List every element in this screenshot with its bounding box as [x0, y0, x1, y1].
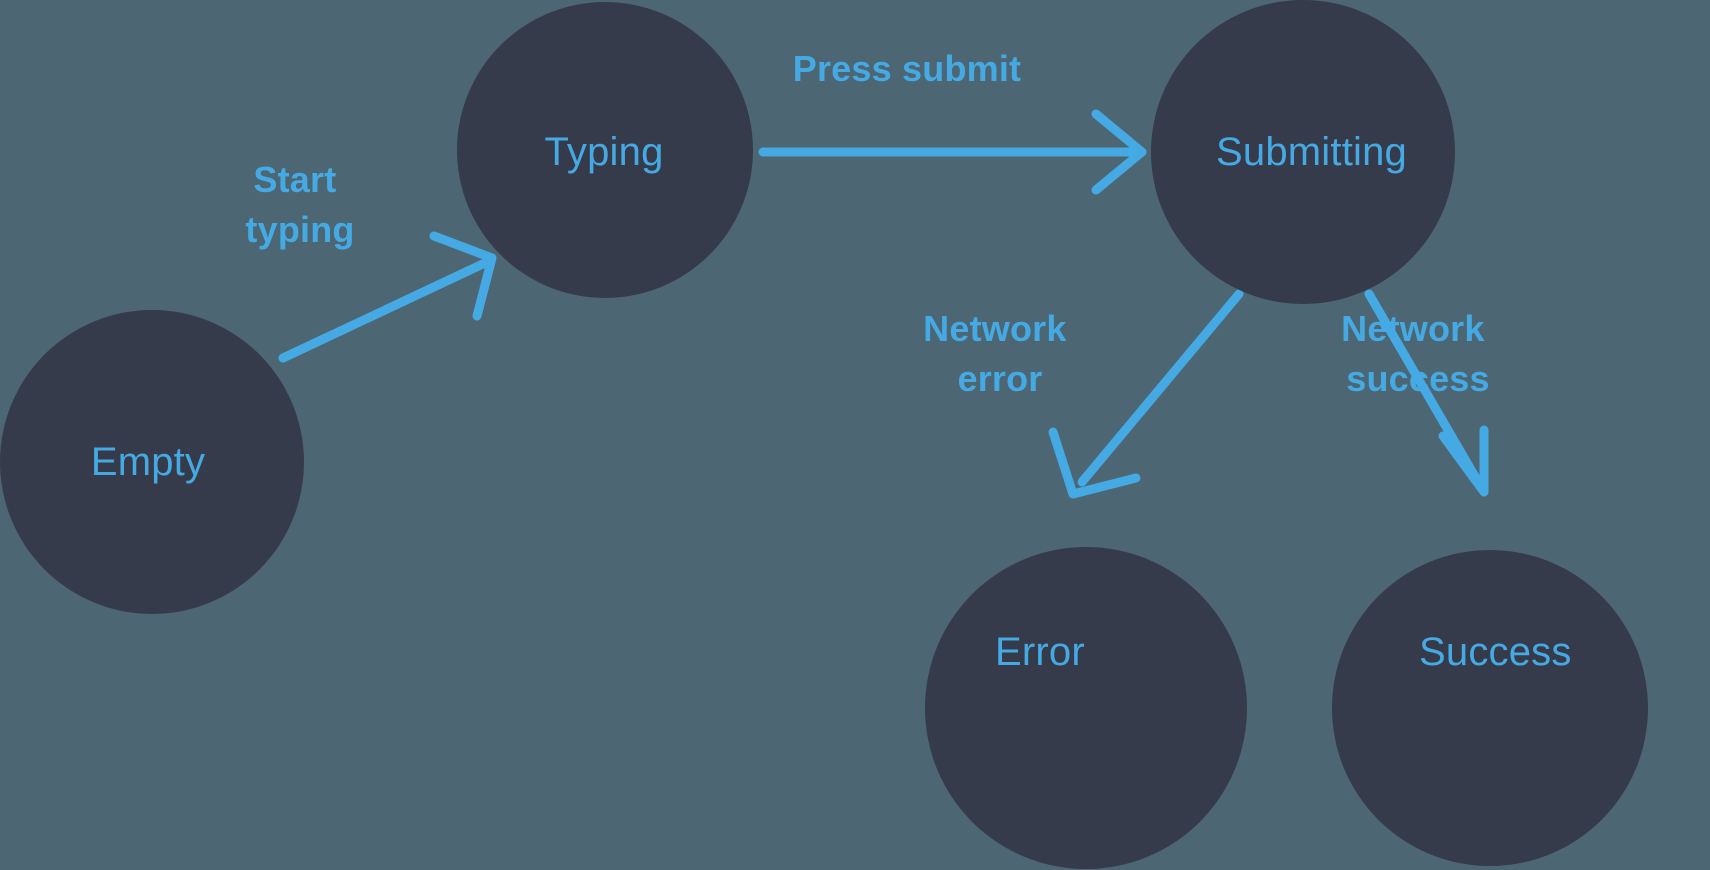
- edge-label-start-typing-line-0: Start: [253, 159, 336, 200]
- node-circle-typing: [457, 2, 753, 298]
- edge-label-network-success-line-1: success: [1346, 358, 1490, 399]
- node-circle-error: [925, 547, 1247, 869]
- edge-line-submitting-to-error: [1077, 289, 1244, 487]
- edges-layer: [278, 109, 1489, 499]
- node-label-typing: Typing: [544, 130, 663, 174]
- arrowhead-typing-to-submitting: [1091, 109, 1147, 195]
- edge-label-network-success-line-0: Network: [1341, 308, 1485, 349]
- node-label-error: Error: [995, 630, 1085, 674]
- node-circle-submitting: [1151, 0, 1455, 304]
- node-submitting[interactable]: Submitting: [1151, 0, 1455, 304]
- edge-label-press-submit: Press submit: [793, 48, 1022, 89]
- node-success[interactable]: Success: [1332, 550, 1648, 866]
- edge-empty-to-typing[interactable]: [278, 231, 497, 363]
- node-circle-success: [1332, 550, 1648, 866]
- arrowhead-empty-to-typing: [429, 231, 497, 321]
- edge-label-start-typing-line-1: typing: [245, 209, 354, 250]
- edge-label-network-error-line-0: Network: [923, 308, 1067, 349]
- node-label-success: Success: [1419, 630, 1572, 674]
- edge-line-submitting-to-success: [1364, 289, 1482, 485]
- edge-labels-layer: Start typing Press submit Network error …: [245, 48, 1495, 399]
- node-circle-empty: [0, 310, 304, 614]
- node-empty[interactable]: Empty: [0, 310, 304, 614]
- node-error[interactable]: Error: [925, 547, 1247, 869]
- edge-submitting-to-success[interactable]: [1364, 289, 1489, 497]
- edge-submitting-to-error[interactable]: [1048, 289, 1244, 499]
- node-typing[interactable]: Typing: [457, 2, 753, 298]
- node-label-submitting: Submitting: [1216, 130, 1407, 174]
- edge-label-network-success: Network success: [1341, 308, 1495, 399]
- edge-label-network-error-line-1: error: [957, 358, 1042, 399]
- nodes-layer: Empty Typing Submitting Error Success: [0, 0, 1648, 869]
- edge-label-network-error: Network error: [923, 308, 1077, 399]
- edge-label-start-typing: Start typing: [245, 159, 354, 250]
- edge-label-press-submit-line-0: Press submit: [793, 48, 1022, 89]
- edge-line-empty-to-typing: [278, 257, 492, 363]
- arrowhead-submitting-to-success: [1438, 425, 1489, 497]
- edge-typing-to-submitting[interactable]: [758, 109, 1147, 195]
- arrowhead-submitting-to-error: [1048, 427, 1141, 499]
- node-label-empty: Empty: [91, 440, 205, 484]
